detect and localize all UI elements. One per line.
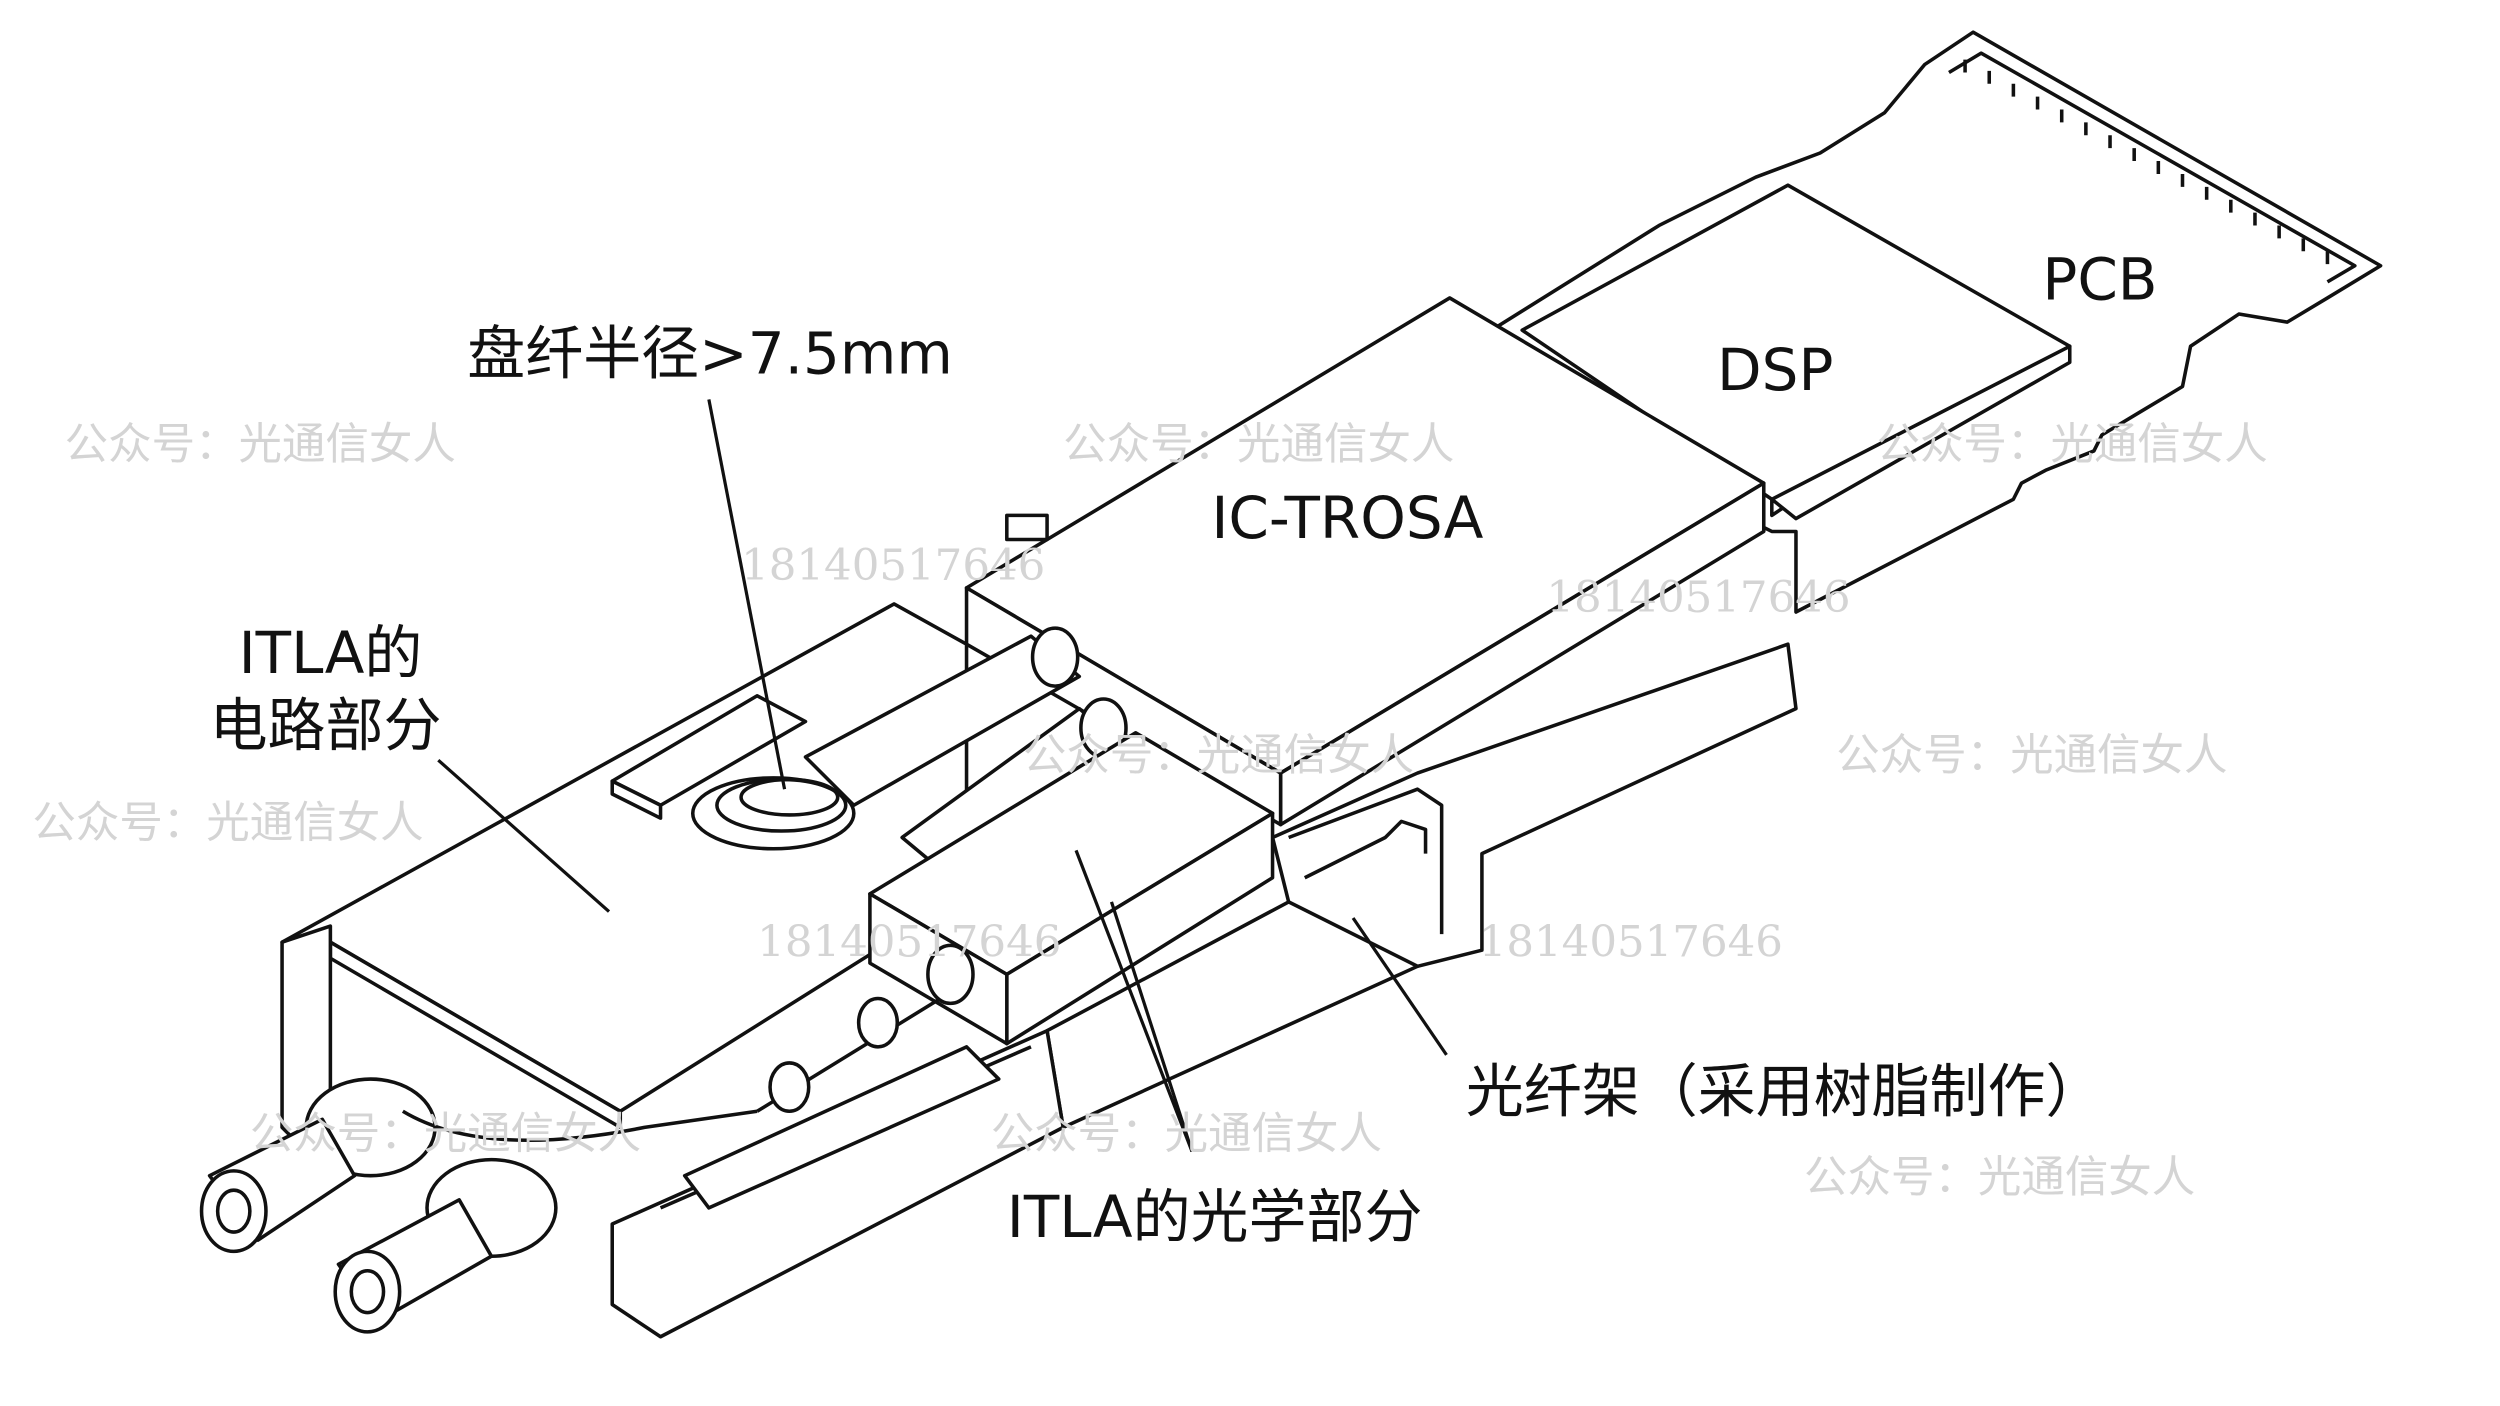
leader-itla-optical-2 [1109, 901, 1194, 1153]
leader-itla-electrical [437, 758, 611, 913]
watermark-account: 公众号：光通信女人 [1023, 731, 1414, 781]
watermark-account: 公众号：光通信女人 [991, 1109, 1382, 1159]
watermark-phone: 18140517646 [757, 918, 1061, 968]
watermark-phone: 18140517646 [1479, 918, 1783, 968]
fiber-connectors [199, 943, 975, 1334]
watermark-account: 公众号：光通信女人 [250, 1109, 641, 1159]
label-itla-optical: ITLA的光学部分 [1007, 1183, 1423, 1251]
leader-fiber-holder [1351, 917, 1448, 1056]
label-pcb: PCB [2042, 246, 2157, 314]
watermark-account: 公众号：光通信女人 [32, 798, 423, 848]
housing-base [1045, 642, 1798, 1130]
watermark-account: 公众号：光通信女人 [1804, 1153, 2195, 1203]
leader-fiber-radius [707, 399, 787, 790]
label-itla-electrical-line2: 电路部分 [210, 692, 442, 760]
leader-itla-optical-1 [1074, 849, 1194, 1153]
lower-frame [280, 924, 1065, 1339]
watermark-account: 公众号：光通信女人 [1836, 731, 2227, 781]
label-itla-electrical-line1: ITLA的 [239, 619, 423, 687]
watermark-phone: 18140517646 [741, 541, 1045, 591]
label-fiber-radius: 盘纤半径>7.5mm [467, 320, 953, 388]
watermark-account: 公众号：光通信女人 [1876, 420, 2267, 470]
pcb-gold-fingers [1948, 51, 2357, 284]
watermark-account: 公众号：光通信女人 [65, 420, 456, 470]
dsp-chip [1520, 183, 2072, 521]
label-fiber-holder: 光纤架（采用树脂制作） [1466, 1057, 2104, 1125]
watermark-account: 公众号：光通信女人 [1063, 420, 1454, 470]
watermark-phone: 18140517646 [1546, 573, 1850, 623]
label-dsp: DSP [1717, 336, 1833, 404]
label-ic-trosa: IC-TROSA [1211, 484, 1483, 552]
watermarks: 公众号：光通信女人 公众号：光通信女人 公众号：光通信女人 公众号：光通信女人 … [32, 420, 2267, 1203]
